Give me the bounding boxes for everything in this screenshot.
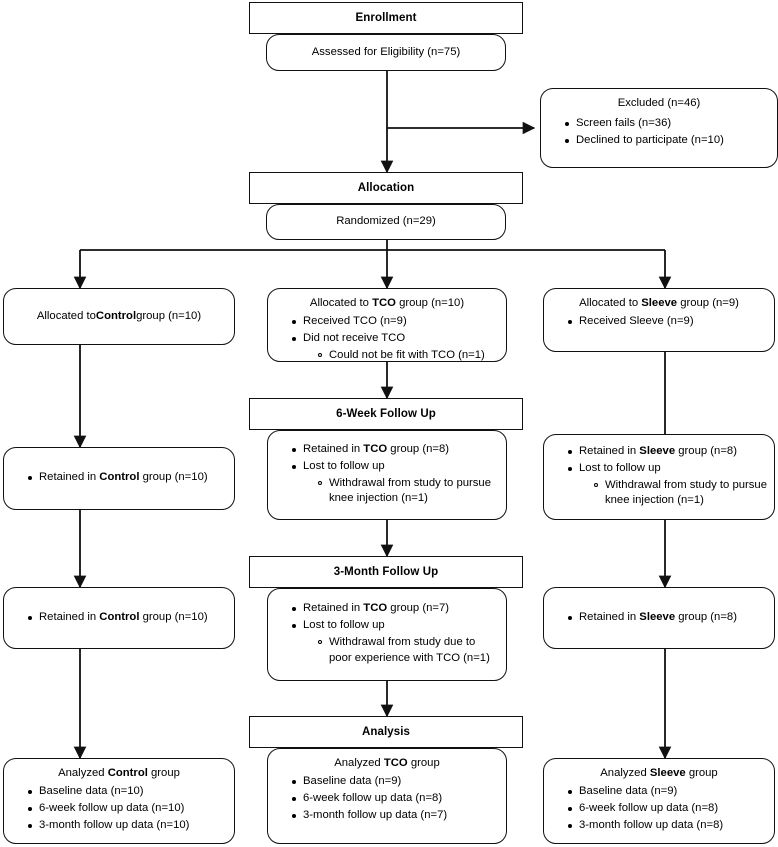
node-list: Retained in Sleeve group (n=8)Lost to fo…	[544, 444, 774, 510]
node-list: Screen fails (n=36)Declined to participa…	[541, 116, 777, 149]
node-analyzed-control: Analyzed Control group Baseline data (n=…	[3, 758, 235, 844]
list-item: 3-month follow up data (n=10)	[28, 818, 228, 834]
list-item: Withdrawal from study to pursue knee inj…	[318, 476, 500, 508]
list-item: Retained in TCO group (n=7)	[292, 601, 500, 617]
stage-header-enrollment: Enrollment	[249, 2, 523, 34]
node-title: Allocated to Control group (n=10)	[36, 309, 202, 322]
list-item: Retained in Control group (n=10)	[28, 610, 228, 626]
list-item: Retained in Control group (n=10)	[28, 470, 228, 486]
node-allocated-control: Allocated to Control group (n=10)	[3, 288, 235, 345]
stage-header-6-week-follow-up: 6-Week Follow Up	[249, 398, 523, 430]
node-randomized: Randomized (n=29)	[266, 204, 506, 240]
node-list: Retained in TCO group (n=7)Lost to follo…	[268, 601, 506, 667]
node-list: Retained in Control group (n=10)	[4, 470, 234, 487]
list-item: Could not be fit with TCO (n=1)	[318, 348, 500, 364]
list-item: Lost to follow up	[568, 461, 768, 477]
node-list: Received Sleeve (n=9)	[544, 314, 774, 330]
list-item: Withdrawal from study due to poor experi…	[318, 635, 500, 667]
node-title: Allocated to TCO group (n=10)	[309, 297, 465, 309]
list-item: Baseline data (n=10)	[28, 784, 228, 800]
list-item: 6-week follow up data (n=10)	[28, 801, 228, 817]
node-3month-tco: Retained in TCO group (n=7)Lost to follo…	[267, 588, 507, 681]
node-list: Baseline data (n=10)6-week follow up dat…	[4, 784, 234, 833]
list-item: 3-month follow up data (n=7)	[292, 808, 500, 824]
node-6week-tco: Retained in TCO group (n=8)Lost to follo…	[267, 430, 507, 520]
list-item: 6-week follow up data (n=8)	[292, 791, 500, 807]
node-list: Baseline data (n=9)6-week follow up data…	[268, 774, 506, 823]
stage-header-analysis: Analysis	[249, 716, 523, 748]
list-item: Screen fails (n=36)	[565, 116, 771, 132]
node-title: Randomized (n=29)	[336, 215, 436, 228]
node-list: Retained in Control group (n=10)	[4, 610, 234, 627]
list-item: Did not receive TCO	[292, 331, 500, 347]
node-list: Retained in TCO group (n=8)Lost to follo…	[268, 442, 506, 508]
list-item: Baseline data (n=9)	[292, 774, 500, 790]
node-excluded: Excluded (n=46) Screen fails (n=36)Decli…	[540, 88, 778, 168]
node-title: Excluded (n=46)	[617, 97, 701, 109]
node-assessed-for-eligibility: Assessed for Eligibility (n=75)	[266, 34, 506, 71]
list-item: Lost to follow up	[292, 459, 500, 475]
list-item: Baseline data (n=9)	[568, 784, 768, 800]
list-item: 3-month follow up data (n=8)	[568, 818, 768, 834]
node-analyzed-tco: Analyzed TCO group Baseline data (n=9)6-…	[267, 748, 507, 844]
stage-header-3-month-follow-up: 3-Month Follow Up	[249, 556, 523, 588]
list-item: Received Sleeve (n=9)	[568, 314, 768, 330]
node-list: Baseline data (n=9)6-week follow up data…	[544, 784, 774, 833]
node-title: Analyzed Sleeve group	[600, 767, 718, 779]
node-3month-sleeve: Retained in Sleeve group (n=8)	[543, 587, 775, 649]
node-analyzed-sleeve: Analyzed Sleeve group Baseline data (n=9…	[543, 758, 775, 844]
node-6week-control: Retained in Control group (n=10)	[3, 447, 235, 510]
node-title: Analyzed Control group	[58, 767, 180, 779]
list-item: 6-week follow up data (n=8)	[568, 801, 768, 817]
node-3month-control: Retained in Control group (n=10)	[3, 587, 235, 649]
list-item: Received TCO (n=9)	[292, 314, 500, 330]
node-title: Allocated to Sleeve group (n=9)	[579, 297, 739, 309]
node-title: Analyzed TCO group	[334, 757, 440, 769]
node-title: Assessed for Eligibility (n=75)	[311, 45, 461, 58]
list-item: Retained in Sleeve group (n=8)	[568, 610, 768, 626]
list-item: Retained in Sleeve group (n=8)	[568, 444, 768, 460]
list-item: Withdrawal from study to pursue knee inj…	[594, 478, 768, 510]
node-allocated-sleeve: Allocated to Sleeve group (n=9) Received…	[543, 288, 775, 352]
list-item: Declined to participate (n=10)	[565, 133, 771, 149]
node-allocated-tco: Allocated to TCO group (n=10) Received T…	[267, 288, 507, 362]
node-6week-sleeve: Retained in Sleeve group (n=8)Lost to fo…	[543, 434, 775, 520]
list-item: Retained in TCO group (n=8)	[292, 442, 500, 458]
node-list: Retained in Sleeve group (n=8)	[544, 610, 774, 627]
list-item: Lost to follow up	[292, 618, 500, 634]
stage-header-allocation: Allocation	[249, 172, 523, 204]
